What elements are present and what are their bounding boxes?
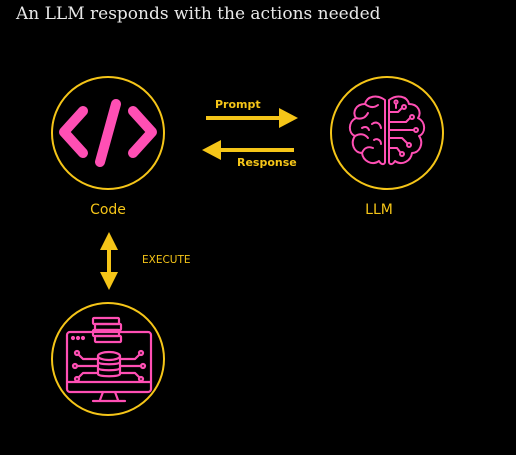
response-arrow bbox=[202, 140, 294, 160]
code-label: Code bbox=[90, 202, 126, 218]
diagram-title: An LLM responds with the actions needed bbox=[16, 4, 381, 24]
execute-label: EXECUTE bbox=[142, 254, 191, 266]
execute-arrow bbox=[100, 232, 118, 290]
llm-node bbox=[330, 76, 444, 190]
prompt-label: Prompt bbox=[215, 98, 261, 111]
code-brackets-icon bbox=[59, 99, 157, 167]
llm-label: LLM bbox=[365, 202, 393, 218]
database-server-icon bbox=[65, 316, 153, 403]
response-label: Response bbox=[237, 156, 297, 169]
database-node bbox=[51, 302, 165, 416]
prompt-arrow bbox=[206, 108, 298, 128]
brain-circuit-icon bbox=[348, 95, 426, 166]
code-node bbox=[51, 76, 165, 190]
